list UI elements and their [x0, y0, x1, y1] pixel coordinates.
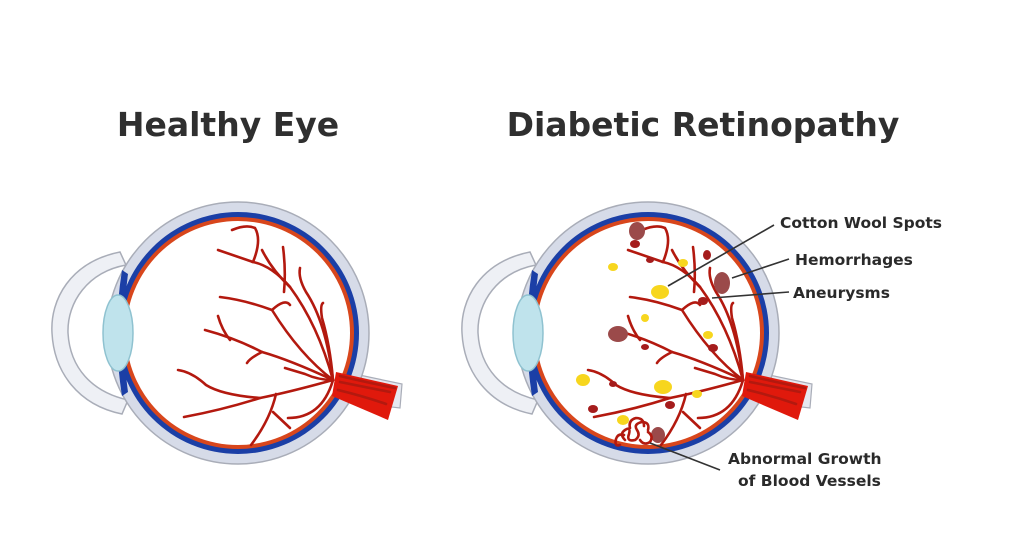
hemorrhages-label: Hemorrhages: [795, 251, 913, 269]
diabetic-eye-illustration: [461, 201, 813, 465]
hemorrhages-leader: [731, 258, 790, 279]
aneurysm-dot: [665, 401, 675, 409]
healthy-eye-title: Healthy Eye: [117, 105, 339, 144]
cornea: [51, 251, 130, 415]
aneurysms-label: Aneurysms: [793, 284, 890, 302]
abnormal-growth-label-line1: Abnormal Growth: [728, 450, 882, 468]
hemorrhage-spot: [629, 222, 645, 240]
hemorrhage-spot: [714, 272, 730, 294]
aneurysm-dot: [708, 344, 718, 352]
cotton-wool-spot: [651, 285, 669, 299]
aneurysm-dot: [646, 257, 654, 263]
lens: [512, 294, 544, 372]
aneurysm-dot: [630, 240, 640, 248]
optic-nerve-fibers: [336, 374, 397, 406]
cotton-wool-spots-label: Cotton Wool Spots: [780, 214, 942, 232]
cotton-wool-spot: [576, 374, 590, 386]
cotton-wool-spot: [617, 415, 629, 425]
diabetic-retinopathy-title: Diabetic Retinopathy: [507, 105, 900, 144]
cotton-wool-spot: [608, 263, 618, 271]
blood-vessels: [176, 225, 335, 447]
cotton-wool-spot: [678, 259, 688, 267]
cotton-wool-spot: [703, 331, 713, 339]
optic-nerve-fibers: [746, 374, 807, 406]
aneurysm-dot: [698, 297, 708, 305]
abnormal-growth-label-line2: of Blood Vessels: [738, 472, 881, 490]
abnormal-vessel-growth: [614, 416, 653, 447]
aneurysm-dot: [703, 250, 711, 260]
cotton-wool-spot: [692, 390, 702, 398]
diabetic-lesions: [576, 222, 730, 443]
cotton-wool-spot: [654, 380, 672, 394]
lens: [102, 294, 134, 372]
cornea: [461, 251, 540, 415]
blood-vessels: [586, 225, 745, 447]
aneurysm-dot: [609, 381, 617, 387]
abnormal-growth-leader: [649, 442, 721, 471]
cotton-wool-spot: [641, 314, 649, 322]
hemorrhage-spot: [651, 427, 665, 443]
healthy-eye-illustration: [51, 201, 403, 465]
aneurysm-dot: [641, 344, 649, 350]
annotation-leaders: [649, 224, 790, 471]
cotton-wool-leader: [667, 224, 775, 287]
aneurysm-dot: [588, 405, 598, 413]
aneurysms-leader: [711, 291, 790, 299]
hemorrhage-spot: [608, 326, 628, 342]
